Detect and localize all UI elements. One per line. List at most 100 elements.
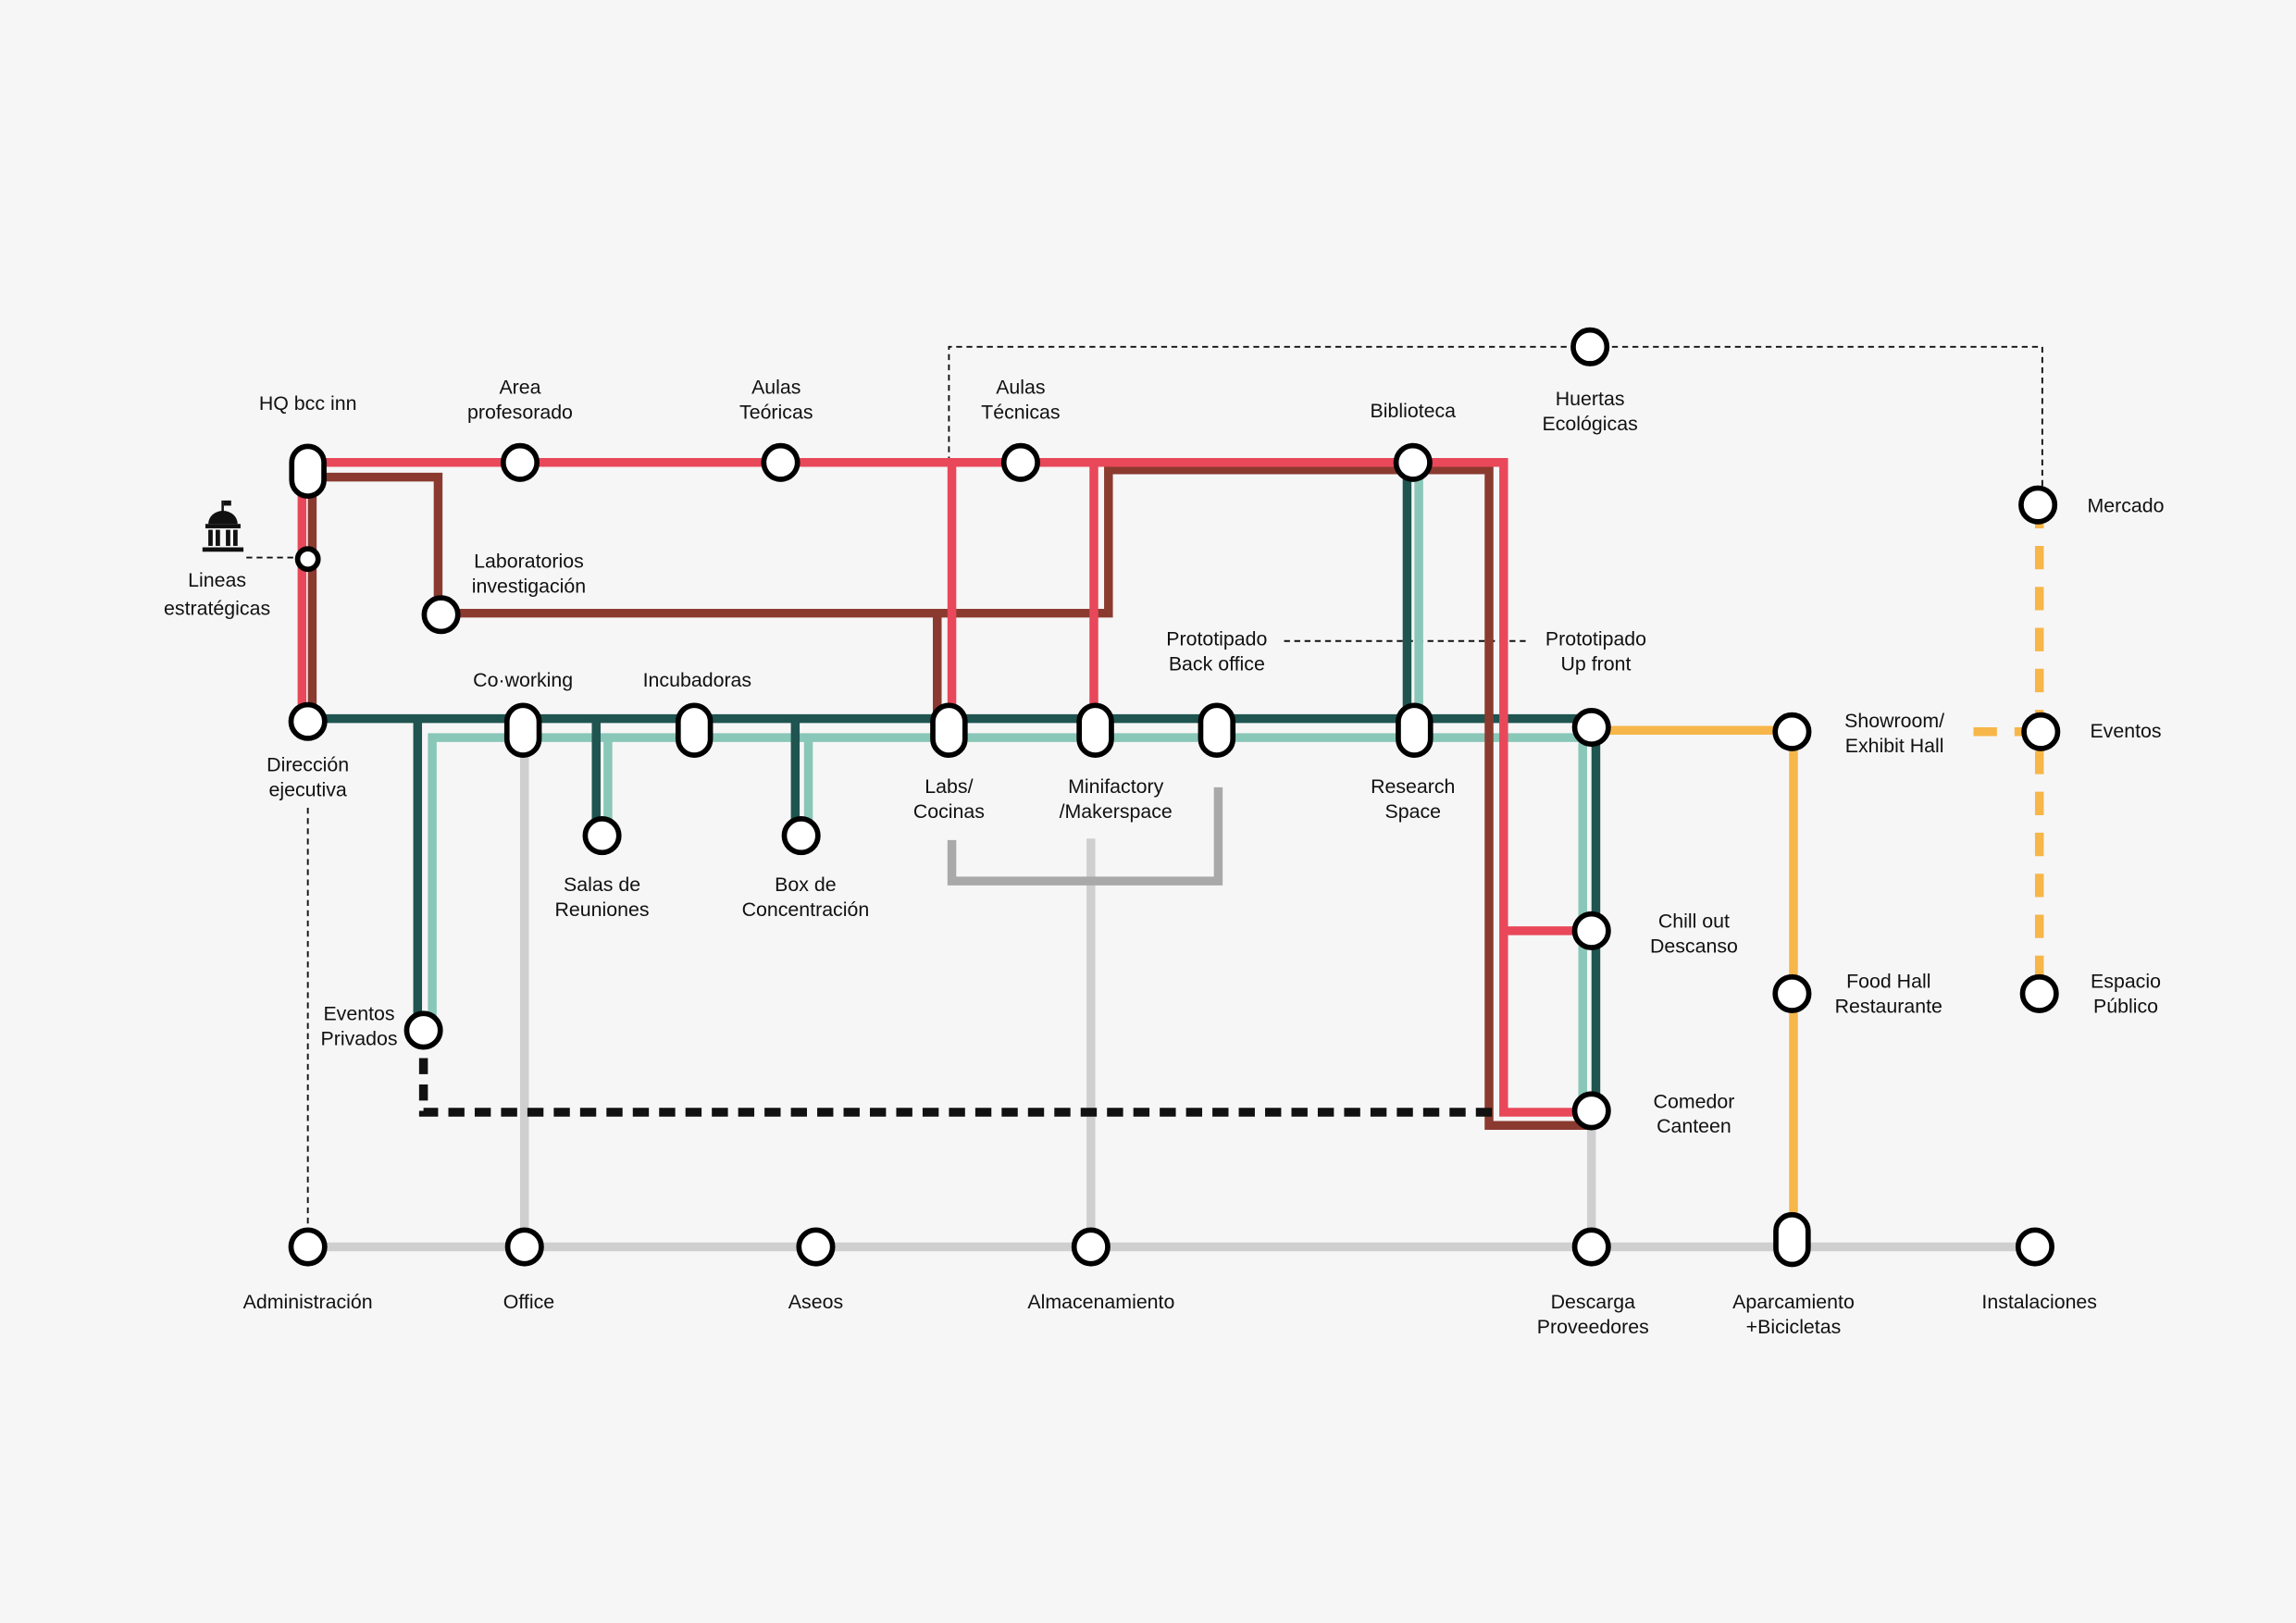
- station-marker[interactable]: [2015, 1227, 2054, 1267]
- station-marker[interactable]: [1071, 1227, 1111, 1267]
- station-marker[interactable]: [781, 816, 821, 856]
- station-label: Huertas: [1556, 388, 1625, 410]
- station-marker[interactable]: [2019, 973, 2059, 1013]
- station-showroom[interactable]: Showroom/Exhibit Hall: [1772, 710, 1944, 757]
- station-label: HQ bcc inn: [259, 392, 357, 415]
- station-marker[interactable]: [1571, 911, 1611, 950]
- station-marker[interactable]: [2021, 712, 2061, 751]
- station-marker[interactable]: [1772, 973, 1812, 1013]
- station-label: Comedor: [1654, 1090, 1735, 1112]
- station-aseos[interactable]: Aseos: [788, 1227, 843, 1313]
- station-mercado[interactable]: Mercado: [2018, 485, 2165, 525]
- station-marker[interactable]: [504, 1227, 544, 1267]
- interchange-station-marker[interactable]: [503, 702, 542, 758]
- station-label: Up front: [1561, 652, 1632, 675]
- station-label: Aparcamiento: [1732, 1291, 1855, 1313]
- station-biblioteca[interactable]: Biblioteca: [1370, 400, 1456, 482]
- station-label: Concentración: [742, 898, 870, 921]
- station-marker[interactable]: [288, 1227, 328, 1267]
- station-label: Office: [503, 1291, 554, 1313]
- station-label: Chill out: [1658, 911, 1730, 933]
- station-label: profesorado: [467, 401, 573, 423]
- station-aparcamiento[interactable]: Aparcamiento+Bicicletas: [1732, 1211, 1855, 1338]
- interchange-station-marker[interactable]: [1773, 1211, 1811, 1268]
- station-marker[interactable]: [582, 816, 622, 856]
- station-label: Biblioteca: [1370, 400, 1456, 422]
- station-coworking[interactable]: Co·working: [473, 669, 573, 758]
- interchange-station-marker[interactable]: [1198, 702, 1236, 758]
- prototipado-bracket: [947, 787, 1223, 886]
- interchange-station-marker[interactable]: [1396, 702, 1433, 758]
- station-label: Space: [1385, 800, 1442, 823]
- station-label: Eventos: [2090, 720, 2161, 742]
- station-label: Privados: [320, 1027, 397, 1049]
- interchange-station-marker[interactable]: [1076, 702, 1114, 758]
- station-hq[interactable]: HQ bcc inn: [259, 392, 357, 500]
- station-label: Prototipado: [1166, 627, 1267, 650]
- interchange-station-marker[interactable]: [675, 702, 714, 758]
- station-incubadoras[interactable]: Incubadoras: [643, 669, 751, 758]
- station-label: Area: [499, 376, 540, 398]
- station-administracion[interactable]: Administración: [243, 1227, 373, 1313]
- station-label: Lineas: [188, 569, 246, 591]
- station-marker[interactable]: [1772, 712, 1812, 751]
- interchange-station-marker[interactable]: [930, 702, 968, 758]
- station-eventos[interactable]: Eventos: [2021, 712, 2162, 751]
- station-label: Incubadoras: [643, 669, 751, 691]
- station-area[interactable]: Area profesorado: [467, 376, 573, 482]
- station-label: Minifactory: [1068, 775, 1164, 798]
- station-marker[interactable]: [1393, 442, 1433, 482]
- station-marker[interactable]: [2018, 485, 2058, 525]
- station-marker[interactable]: [421, 595, 461, 635]
- station-label: Box de: [775, 873, 836, 896]
- station-office[interactable]: Office: [503, 1227, 554, 1313]
- station-label: ejecutiva: [269, 778, 347, 800]
- station-minifactory[interactable]: Minifactory/Makerspace: [1060, 702, 1173, 823]
- station-label: Canteen: [1657, 1115, 1731, 1137]
- station-label: Público: [2093, 995, 2158, 1017]
- station-marker[interactable]: [500, 442, 540, 482]
- station-marker[interactable]: [1570, 327, 1610, 366]
- station-label: Dirección: [267, 754, 349, 776]
- station-marker[interactable]: [294, 546, 321, 573]
- station-marker[interactable]: [1000, 442, 1040, 482]
- station-marker[interactable]: [403, 1010, 443, 1050]
- station-marker[interactable]: [1571, 708, 1611, 748]
- station-almacenamiento[interactable]: Almacenamiento: [1027, 1227, 1174, 1313]
- station-marker[interactable]: [796, 1227, 836, 1267]
- station-labs[interactable]: Labs/Cocinas: [913, 702, 985, 823]
- station-marker[interactable]: [288, 701, 328, 741]
- station-label: Salas de: [564, 873, 640, 896]
- station-label: Eventos: [323, 1002, 394, 1024]
- station-label: Reuniones: [555, 898, 650, 921]
- station-label: Teóricas: [739, 401, 813, 423]
- brown-line: [307, 465, 1592, 1130]
- interchange-station-marker[interactable]: [289, 443, 327, 500]
- station-label: Food Hall: [1846, 971, 1930, 993]
- station-instalaciones[interactable]: Instalaciones: [1981, 1227, 2097, 1313]
- station-label: Ecológicas: [1543, 413, 1638, 435]
- station-marker[interactable]: [1571, 1227, 1611, 1267]
- station-marker[interactable]: [761, 442, 800, 482]
- station-label: /Makerspace: [1060, 800, 1173, 823]
- station-marker[interactable]: [1571, 1091, 1611, 1131]
